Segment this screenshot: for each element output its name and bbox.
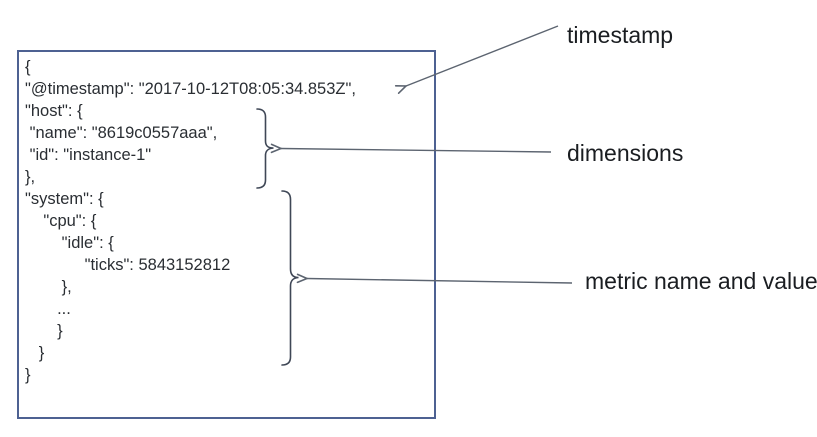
- json-code-line: },: [25, 168, 36, 186]
- metric-document-box: [17, 50, 436, 419]
- json-code-line-host: "host": {: [25, 102, 83, 120]
- metric-name-and-value-label: metric name and value: [585, 268, 817, 294]
- json-code-line-cpu: "cpu": {: [25, 212, 97, 230]
- dimensions-label: dimensions: [567, 140, 684, 166]
- json-code-line-idle: "idle": {: [25, 234, 114, 252]
- json-code-line-system: "system": {: [25, 190, 104, 208]
- json-code-line-host-name: "name": "8619c0557aaa",: [25, 124, 218, 142]
- json-code-line: }: [25, 344, 45, 362]
- json-code-line-host-id: "id": "instance-1": [25, 146, 152, 164]
- json-code-line-timestamp: "@timestamp": "2017-10-12T08:05:34.853Z"…: [25, 80, 356, 98]
- json-code-line: }: [25, 322, 63, 340]
- json-code-line-ticks: "ticks": 5843152812: [25, 256, 231, 274]
- json-code-line: }: [25, 366, 31, 384]
- timestamp-label: timestamp: [567, 22, 674, 48]
- json-code-line-ellipsis: ...: [25, 300, 71, 318]
- json-code-line: {: [25, 58, 31, 76]
- json-code-line: },: [25, 278, 72, 296]
- json-code-block: { "@timestamp": "2017-10-12T08:05:34.853Z…: [25, 56, 356, 386]
